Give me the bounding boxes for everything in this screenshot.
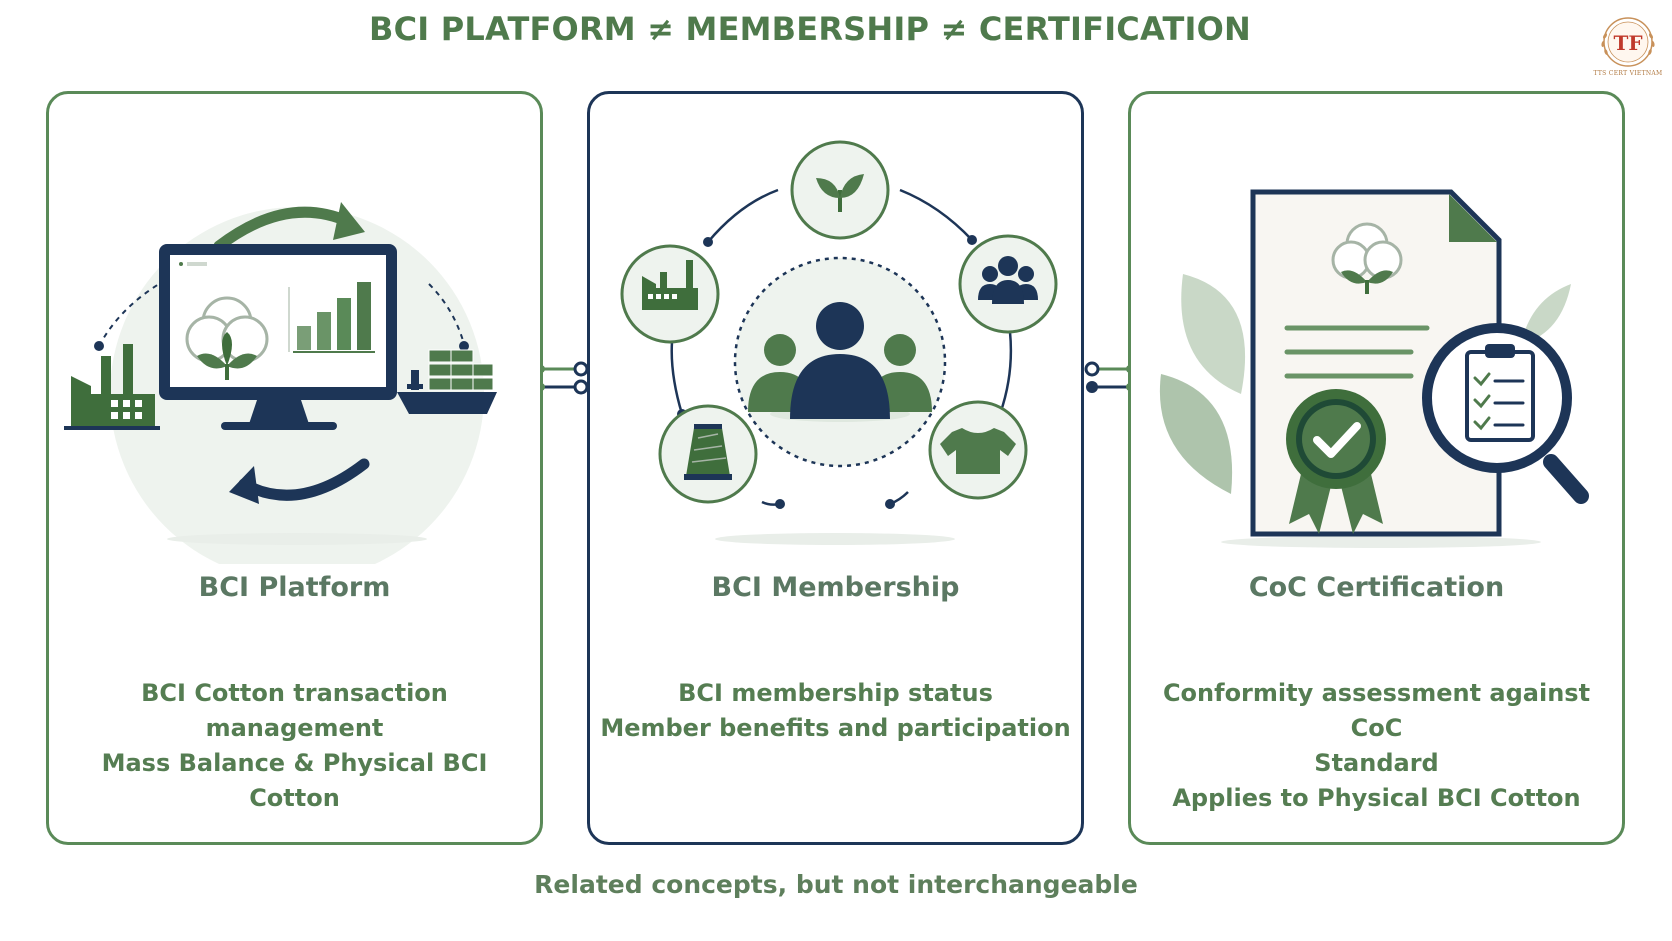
footer-caption: Related concepts, but not interchangeabl… [534,870,1138,899]
sprout-icon [816,174,864,212]
connector-icon [541,361,589,395]
platform-illustration [64,202,497,564]
factory-icon [64,344,160,430]
logo-icon: TF [1601,17,1655,67]
cycle-arrows-icon [213,202,370,504]
description-line: Mass Balance & Physical BCI Cotton [101,749,488,812]
magnifier-checklist-icon [1422,323,1589,504]
svg-text:TF: TF [1613,31,1642,55]
cargo-ship-icon [397,349,497,414]
description-line: Member benefits and participation [600,714,1071,742]
logo-text: TTS CERT VIETNAM [1593,70,1663,77]
factory-icon [642,260,698,310]
group-people-icon [748,302,932,419]
card-coc-certification: CoC Certification Conformity assessment … [1128,91,1625,845]
card-title: CoC Certification [1248,572,1505,603]
cotton-boll-icon [1331,222,1403,294]
page-title: BCI PLATFORM ≠ MEMBERSHIP ≠ CERTIFICATIO… [369,10,1251,48]
team-icon [978,256,1038,304]
certification-illustration [1159,189,1589,548]
connector-icon [1084,361,1132,393]
card-description: BCI Cotton transaction management Mass B… [57,676,532,816]
card-description: BCI membership status Member benefits an… [598,676,1073,746]
description-line: BCI Cotton transaction management [141,679,448,742]
description-line: Applies to Physical BCI Cotton [1172,784,1581,812]
card-bci-platform: BCI Platform BCI Cotton transaction mana… [46,91,543,845]
membership-illustration [620,140,1058,545]
description-line: Standard [1314,749,1439,777]
description-line: BCI membership status [678,679,993,707]
award-badge-icon [1286,389,1386,534]
card-bci-membership: BCI Membership BCI membership status Mem… [587,91,1084,845]
card-title: BCI Platform [198,572,391,603]
card-description: Conformity assessment against CoC Standa… [1139,676,1614,816]
cotton-boll-icon [185,296,269,380]
bar-chart-icon [288,282,375,353]
yarn-spool-icon [684,424,732,480]
card-title: BCI Membership [711,572,960,603]
description-line: Conformity assessment against CoC [1162,679,1591,742]
t-shirt-icon [940,428,1016,474]
leaf-icon [1159,274,1571,494]
